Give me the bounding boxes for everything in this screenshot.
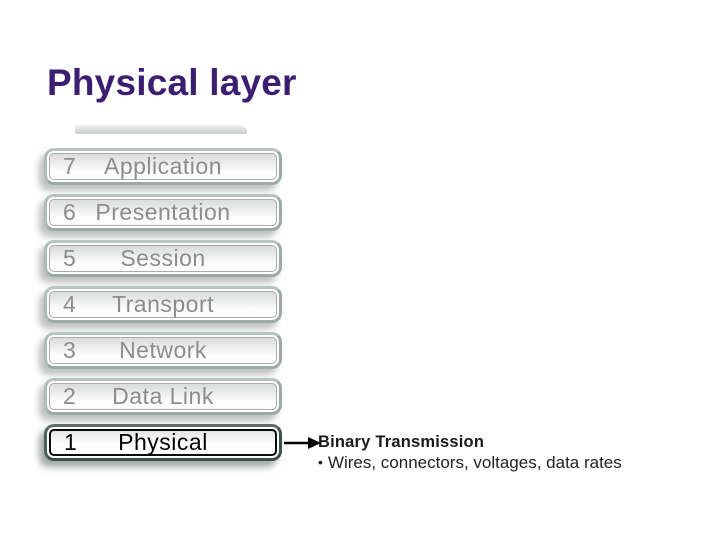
annotation-detail: Wires, connectors, voltages, data rates (327, 453, 622, 472)
layer-label: Network (119, 337, 207, 363)
annotation-title: Binary Transmission (318, 433, 485, 451)
bullet-icon: • (318, 454, 323, 470)
layer-number: 2 (63, 383, 76, 409)
layer-box-physical-highlighted: 1 Physical (44, 424, 282, 461)
layer-box-transport: 4 Transport (44, 286, 282, 323)
layer-box-face: 2 Data Link (49, 383, 277, 410)
layer-box-presentation: 6 Presentation (44, 194, 282, 231)
page-title: Physical layer (47, 62, 297, 103)
layer-label: Physical (118, 429, 208, 455)
layer-number: 7 (63, 153, 76, 179)
layer-label: Session (120, 245, 206, 271)
layer-number: 4 (63, 291, 76, 317)
layer-box-face: 1 Physical (49, 429, 277, 456)
layer-box-face: 3 Network (49, 337, 277, 364)
layer-label: Data Link (112, 383, 214, 409)
layer-number: 5 (63, 245, 76, 271)
layer-number: 1 (64, 429, 77, 455)
layer-label: Transport (111, 291, 215, 317)
layer-box-face: 4 Transport (49, 291, 277, 318)
layer-box-data-link: 2 Data Link (44, 378, 282, 415)
annotation-bullet-line: •Wires, connectors, voltages, data rates (318, 453, 622, 472)
layer-box-face: 5 Session (49, 245, 277, 272)
layer-number: 3 (63, 337, 76, 363)
osi-layer-stack: 7 Application 6 Presentation 5 Session 4… (44, 148, 282, 470)
layer-label: Presentation (95, 199, 231, 225)
layer-box-face: 6 Presentation (49, 199, 277, 226)
layer-box-network: 3 Network (44, 332, 282, 369)
right-arrow-icon (284, 437, 321, 449)
layer-box-face: 7 Application (49, 153, 277, 180)
layer-box-session: 5 Session (44, 240, 282, 277)
layer-number: 6 (63, 199, 76, 225)
stack-top-shadow (75, 125, 247, 134)
layer-box-application: 7 Application (44, 148, 282, 185)
layer-label: Application (103, 153, 223, 179)
physical-layer-annotation: Binary Transmission •Wires, connectors, … (318, 432, 622, 472)
